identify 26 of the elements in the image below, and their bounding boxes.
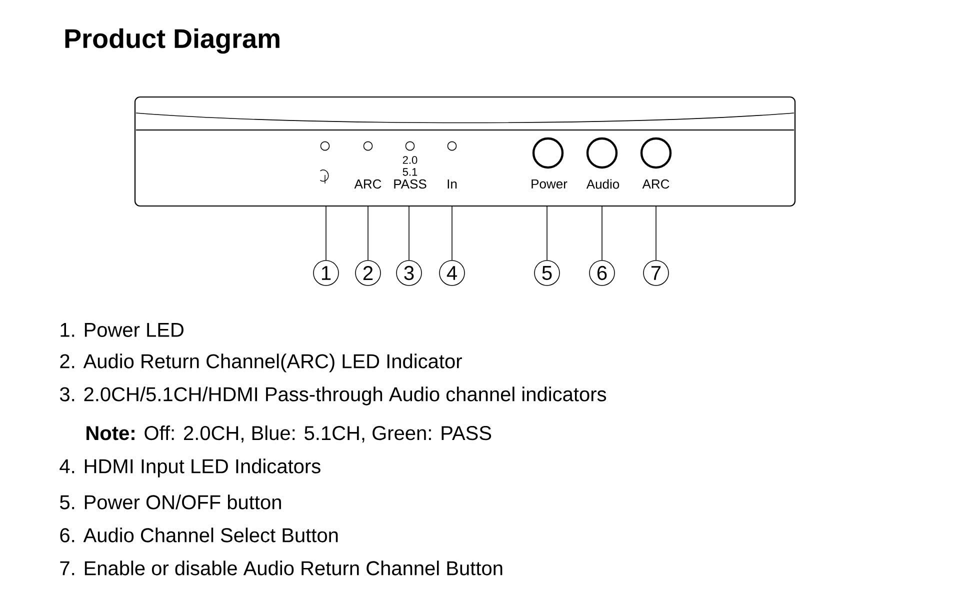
list-item: 5. Power ON/OFF button bbox=[60, 494, 281, 510]
panel-label: In bbox=[448, 180, 457, 188]
callout-number: 2 bbox=[355, 260, 381, 286]
list-item: 4. HDMI Input LED Indicators bbox=[60, 458, 320, 478]
leader-line bbox=[546, 206, 548, 260]
callout-number: 7 bbox=[643, 260, 669, 286]
callout-number: 1 bbox=[313, 260, 339, 286]
callout-number: 4 bbox=[439, 260, 465, 286]
leader-line bbox=[408, 206, 410, 260]
list-item: 6. Audio Channel Select Button bbox=[60, 528, 338, 542]
list-item: 1. Power LED bbox=[60, 323, 184, 337]
panel-label: ARC bbox=[642, 179, 670, 189]
panel-label: 2.0 bbox=[402, 156, 418, 164]
panel-label: ARC bbox=[354, 179, 382, 189]
callout-number: 3 bbox=[396, 260, 422, 286]
title: Product Diagram bbox=[65, 28, 280, 54]
list-item: 3. 2.0CH/5.1CH/HDMI Pass-through Audio channel indicators bbox=[60, 386, 606, 406]
panel-label: Audio bbox=[586, 179, 620, 189]
list-item: 7. Enable or disable Audio Return Channel Button bbox=[60, 560, 502, 576]
panel-label: Power bbox=[532, 179, 568, 189]
list-item: Note: Off: 2.0CH, Blue: 5.1CH, Green: PASS bbox=[86, 425, 492, 443]
callout-number: 5 bbox=[534, 260, 560, 286]
callout-number: 6 bbox=[589, 260, 615, 286]
panel-label: PASS bbox=[394, 179, 426, 189]
list-item: 2. Audio Return Channel(ARC) LED Indicator bbox=[60, 354, 462, 372]
panel-label: 5.1 bbox=[402, 168, 418, 176]
